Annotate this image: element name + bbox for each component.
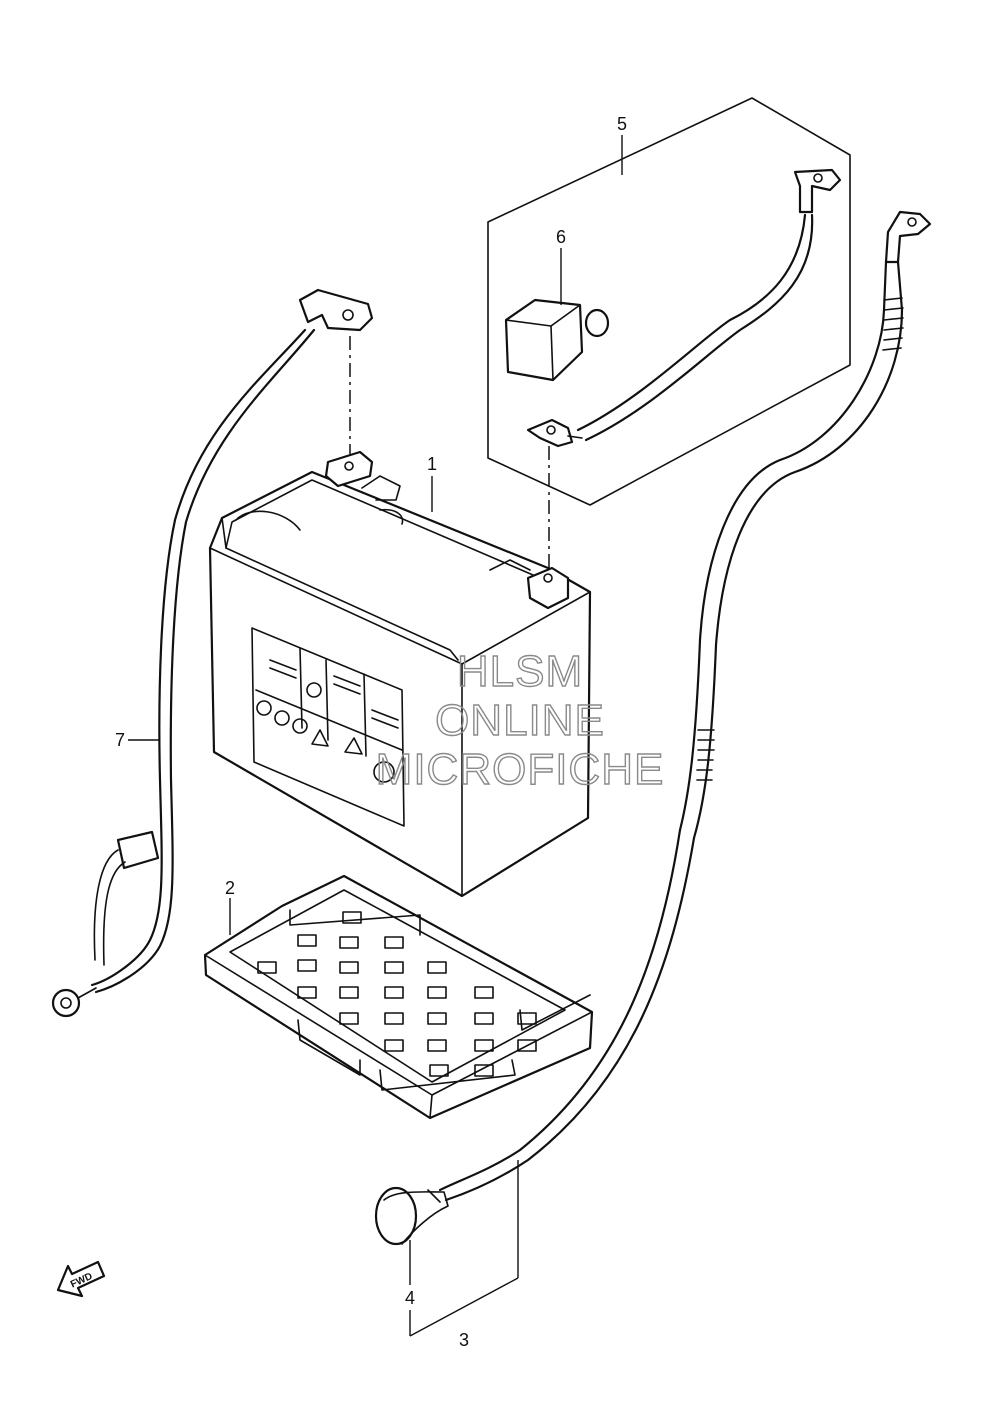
watermark-line-1: HLSM — [457, 647, 583, 696]
watermark-line-2: ONLINE — [435, 696, 605, 745]
battery-tray-part — [203, 874, 594, 1120]
callout-6: 6 — [556, 227, 566, 247]
part-5-panel — [487, 97, 851, 506]
tray-slots — [257, 911, 537, 1077]
relay-cable — [526, 168, 842, 448]
callout-3: 3 — [459, 1330, 469, 1350]
callout-1: 1 — [427, 454, 437, 474]
watermark-line-3: MICROFICHE — [376, 745, 665, 794]
callout-4: 4 — [405, 1288, 415, 1308]
terminal-cover-part — [504, 248, 610, 382]
lead-wire-part — [51, 288, 374, 1018]
forward-arrow-icon: FWD — [56, 1260, 106, 1298]
ground-cable-part — [374, 210, 932, 1337]
callout-7: 7 — [115, 730, 125, 750]
battery-part — [208, 450, 592, 898]
callout-2: 2 — [225, 878, 235, 898]
callout-5: 5 — [617, 114, 627, 134]
